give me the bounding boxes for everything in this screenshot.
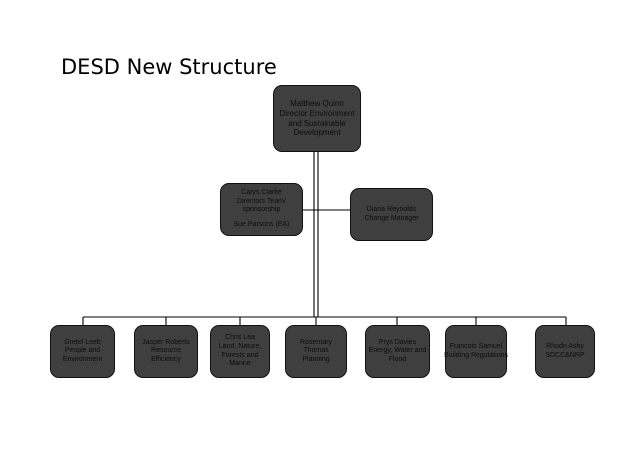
- change-manager-role: Change Manager: [364, 214, 419, 222]
- director-role-line-1: Director Environment: [279, 108, 355, 118]
- team-box-energy-water-flood: Prys Davies Energy, Water and Flood: [365, 325, 430, 378]
- team-name-2: Thomas: [303, 347, 329, 355]
- team-role-1: Land, Nature,: [218, 342, 262, 350]
- team-name: Francois Samuel: [449, 342, 503, 350]
- director-role-line-3: Development: [293, 128, 341, 138]
- change-manager-name: Diana Reynolds: [366, 205, 417, 213]
- executive-assistant: Sue Parsons (EA): [233, 221, 290, 229]
- directors-team-name: Carys Clarke: [241, 189, 282, 197]
- team-role-1: People and: [64, 347, 101, 355]
- team-role-1: Planning: [302, 355, 330, 363]
- team-box-building-regulations: Francois Samuel Building Regulations: [444, 325, 508, 378]
- director-role-line-2: and Sustainable: [288, 118, 346, 128]
- team-role-1: Resource: [151, 347, 181, 355]
- director-name: Matthew Quinn: [290, 99, 344, 108]
- team-name-1: Rosemary: [300, 338, 332, 346]
- team-box-people-environment: Gretel Leeb People and Environment: [50, 325, 115, 378]
- team-role-1: Building Regulations: [444, 351, 508, 359]
- team-box-planning: Rosemary Thomas Planning: [285, 325, 347, 378]
- chart-title: DESD New Structure: [61, 55, 277, 79]
- team-role-2: Flood: [388, 355, 407, 363]
- team-box-sdcc-nrp: Rhodri Asby SDCC&NRP: [535, 325, 595, 378]
- team-role-1: SDCC&NRP: [545, 351, 585, 359]
- team-name: Gretel Leeb: [64, 338, 101, 346]
- team-role-3: Marine: [229, 360, 251, 368]
- team-name: Chris Lea: [225, 334, 255, 342]
- team-name: Prys Davies: [378, 338, 417, 346]
- change-manager-box: Diana Reynolds Change Manager: [350, 188, 433, 241]
- director-box: Matthew Quinn Director Environment and S…: [273, 85, 361, 152]
- team-name: Rhodri Asby: [546, 342, 584, 350]
- directors-team-box: Carys Clarke Directors Team/ sponsorship…: [220, 183, 303, 236]
- team-role-2: Efficiency: [151, 355, 181, 363]
- directors-team-role-1: Directors Team/: [237, 197, 286, 205]
- team-box-land-nature: Chris Lea Land, Nature, Forests and Mari…: [210, 325, 270, 378]
- team-box-resource-efficiency: Jasper Roberts Resource Efficiency: [134, 325, 198, 378]
- directors-team-role-2: sponsorship: [242, 206, 281, 214]
- team-role-1: Energy, Water and: [368, 347, 427, 355]
- team-role-2: Forests and: [221, 351, 259, 359]
- team-name: Jasper Roberts: [142, 338, 190, 346]
- team-role-2: Environment: [62, 355, 103, 363]
